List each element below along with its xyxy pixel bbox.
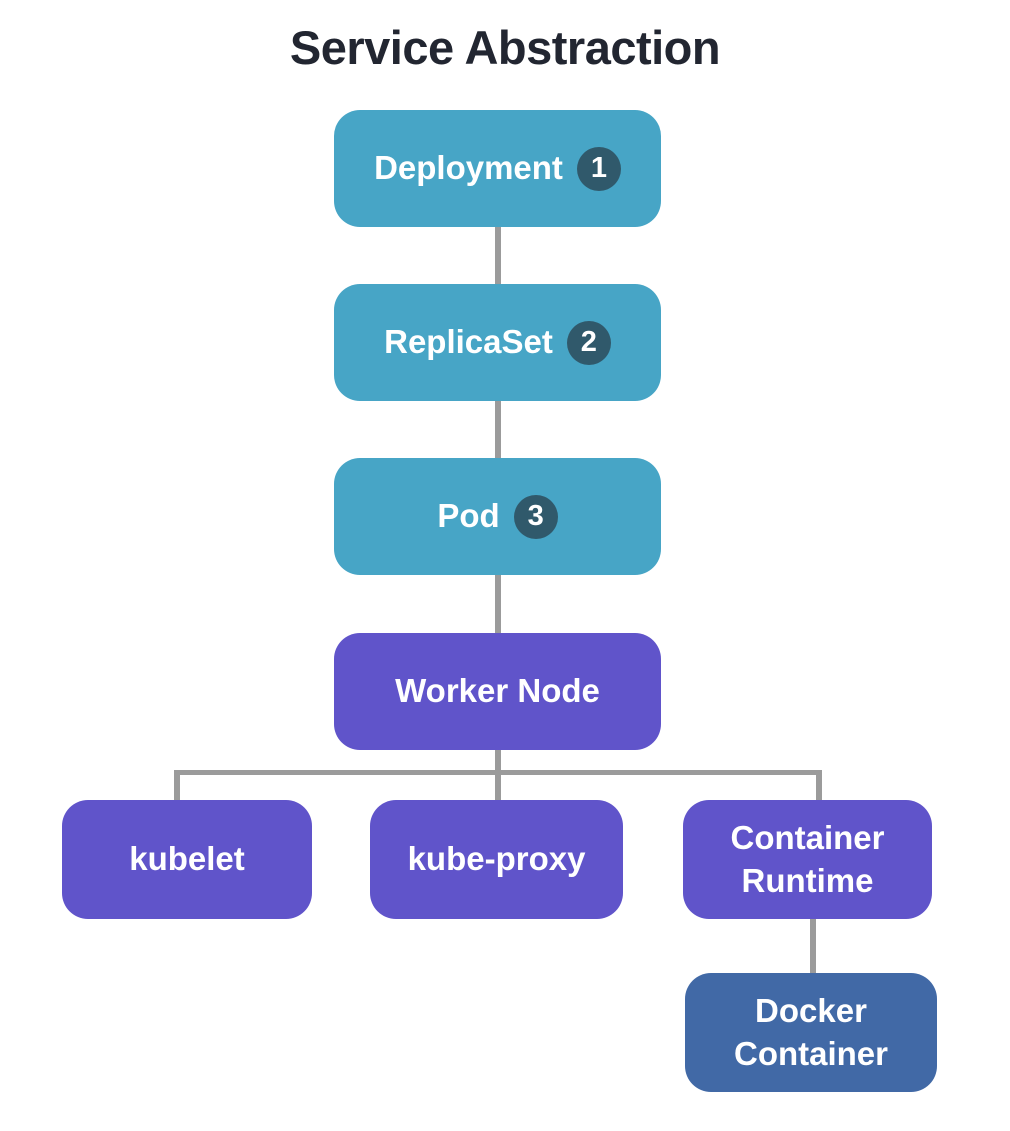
- step-badge-3: 3: [513, 494, 558, 539]
- connector-workernode-stem: [495, 745, 501, 805]
- node-deployment-label: Deployment: [374, 149, 563, 187]
- connector-replicaset-pod: [495, 396, 501, 462]
- node-worker-node: Worker Node: [334, 633, 661, 750]
- node-replicaset: ReplicaSet 2: [334, 284, 661, 401]
- step-badge-2: 2: [566, 320, 611, 365]
- step-badge-1: 1: [576, 146, 621, 191]
- node-container-runtime: Container Runtime: [683, 800, 932, 919]
- node-replicaset-label: ReplicaSet: [384, 323, 553, 361]
- connector-pod-workernode: [495, 570, 501, 637]
- node-pod: Pod 3: [334, 458, 661, 575]
- connector-branch-horizontal: [174, 770, 822, 775]
- node-worker-node-label: Worker Node: [395, 672, 600, 710]
- connector-runtime-docker: [810, 915, 816, 977]
- connector-drop-container-runtime: [816, 770, 822, 804]
- connector-deployment-replicaset: [495, 222, 501, 288]
- node-kube-proxy-label: kube-proxy: [407, 840, 586, 878]
- connector-drop-kubelet: [174, 770, 180, 804]
- diagram-title: Service Abstraction: [289, 21, 721, 74]
- node-pod-label: Pod: [437, 497, 500, 535]
- node-docker-container: Docker Container: [685, 973, 937, 1092]
- node-kubelet-label: kubelet: [129, 840, 245, 878]
- node-deployment: Deployment 1: [334, 110, 661, 227]
- node-kube-proxy: kube-proxy: [370, 800, 623, 919]
- node-container-runtime-label: Container Runtime: [730, 819, 885, 899]
- node-kubelet: kubelet: [62, 800, 312, 919]
- node-docker-container-label: Docker Container: [733, 992, 888, 1072]
